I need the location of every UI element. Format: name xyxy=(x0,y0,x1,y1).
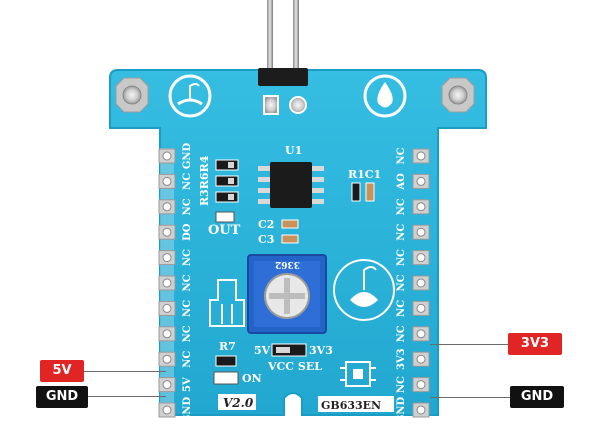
vcc-jumper-bridge xyxy=(276,347,290,353)
leader-line xyxy=(84,371,166,372)
left-pin-label: GND xyxy=(182,142,193,169)
chip-logo-icon xyxy=(340,361,376,387)
on-label: ON xyxy=(242,372,262,385)
part-number-label: GB633EN xyxy=(321,399,381,412)
left-pad-hole xyxy=(162,253,172,263)
right-pin-label: NC xyxy=(396,224,407,241)
left-pad-hole xyxy=(162,354,172,364)
r1-component xyxy=(351,182,361,202)
water-drop-icon xyxy=(363,74,407,118)
callout-gnd-right: GND xyxy=(510,386,564,408)
leader-line xyxy=(430,397,510,398)
right-pad-hole xyxy=(416,303,426,313)
left-pin-label: NC xyxy=(182,325,193,342)
left-pin-label: GND xyxy=(182,396,193,423)
left-pin-label: NC xyxy=(182,173,193,190)
left-pin-label: NC xyxy=(182,249,193,266)
ic-label: U1 xyxy=(285,144,302,157)
mounting-hole-right xyxy=(441,77,475,113)
right-pad-hole xyxy=(416,329,426,339)
c3-label: C3 xyxy=(258,233,274,246)
callout-gnd-left: GND xyxy=(36,386,88,408)
five-v-jumper-label: 5V xyxy=(254,344,271,357)
left-pin-label: 5V xyxy=(182,377,193,392)
left-pad-hole xyxy=(162,303,172,313)
c1-component xyxy=(365,182,375,202)
potentiometer: 3362 xyxy=(247,254,327,334)
left-pin-label: NC xyxy=(182,198,193,215)
on-led xyxy=(213,371,239,385)
ic-chip xyxy=(258,162,324,208)
left-pad-hole xyxy=(162,380,172,390)
plant-hand-icon xyxy=(333,259,395,321)
left-pin-label: DO xyxy=(182,223,193,241)
part-number-box xyxy=(318,396,394,412)
three-v3-jumper-label: 3V3 xyxy=(309,344,333,357)
right-pin-label: GND xyxy=(396,396,407,423)
mounting-hole-left xyxy=(115,77,149,113)
right-pin-label: NC xyxy=(396,249,407,266)
header-pin xyxy=(293,0,299,70)
header-pin xyxy=(267,0,273,70)
leader-line xyxy=(84,396,166,397)
right-pin-label: NC xyxy=(396,274,407,291)
left-pad-hole xyxy=(162,405,172,415)
left-pad-hole xyxy=(162,278,172,288)
left-pin-label: NC xyxy=(182,351,193,368)
right-pad-hole xyxy=(416,278,426,288)
left-pad-hole xyxy=(162,329,172,339)
left-pin-label: NC xyxy=(182,300,193,317)
right-pin-label: NC xyxy=(396,198,407,215)
left-pad-hole xyxy=(162,176,172,186)
left-pad-hole xyxy=(162,151,172,161)
leader-line xyxy=(430,344,508,345)
c2-label: C2 xyxy=(258,218,274,231)
out-label: OUT xyxy=(208,223,241,238)
version-label: V2.0 xyxy=(223,396,254,410)
resistor-array xyxy=(215,159,239,203)
right-pin-label: NC xyxy=(396,376,407,393)
left-pin-label: NC xyxy=(182,274,193,291)
right-pad-hole xyxy=(416,151,426,161)
pot-marking: 3362 xyxy=(275,259,300,269)
callout-5v: 5V xyxy=(40,360,84,382)
soil-probe-icon xyxy=(209,279,245,327)
r7-label: R7 xyxy=(219,340,236,353)
right-pad-hole xyxy=(416,253,426,263)
right-pin-label: NC xyxy=(396,325,407,342)
header-pad xyxy=(263,95,279,115)
right-pin-label: NC xyxy=(396,300,407,317)
c3-component xyxy=(281,234,299,244)
pin-header-housing xyxy=(258,68,308,86)
resistor-labels: R3R6R4 xyxy=(198,155,211,206)
c2-component xyxy=(281,219,299,229)
out-led xyxy=(215,211,235,223)
left-pad-hole xyxy=(162,227,172,237)
right-pad-hole xyxy=(416,354,426,364)
right-pad-hole xyxy=(416,380,426,390)
right-pad-hole xyxy=(416,202,426,212)
right-pad-hole xyxy=(416,176,426,186)
right-pin-label: 3V3 xyxy=(396,348,407,370)
r1c1-label: R1C1 xyxy=(348,168,381,181)
right-pin-label: AO xyxy=(396,173,407,191)
right-pad-hole xyxy=(416,227,426,237)
vcc-sel-label: VCC SEL xyxy=(267,360,322,373)
callout-3v3: 3V3 xyxy=(508,333,562,355)
header-pad xyxy=(289,96,307,114)
left-pad-hole xyxy=(162,202,172,212)
r7-component xyxy=(215,355,237,367)
version-box xyxy=(218,394,256,410)
right-pad-hole xyxy=(416,405,426,415)
right-pin-label: NC xyxy=(396,147,407,164)
plant-logo-icon xyxy=(168,74,212,118)
